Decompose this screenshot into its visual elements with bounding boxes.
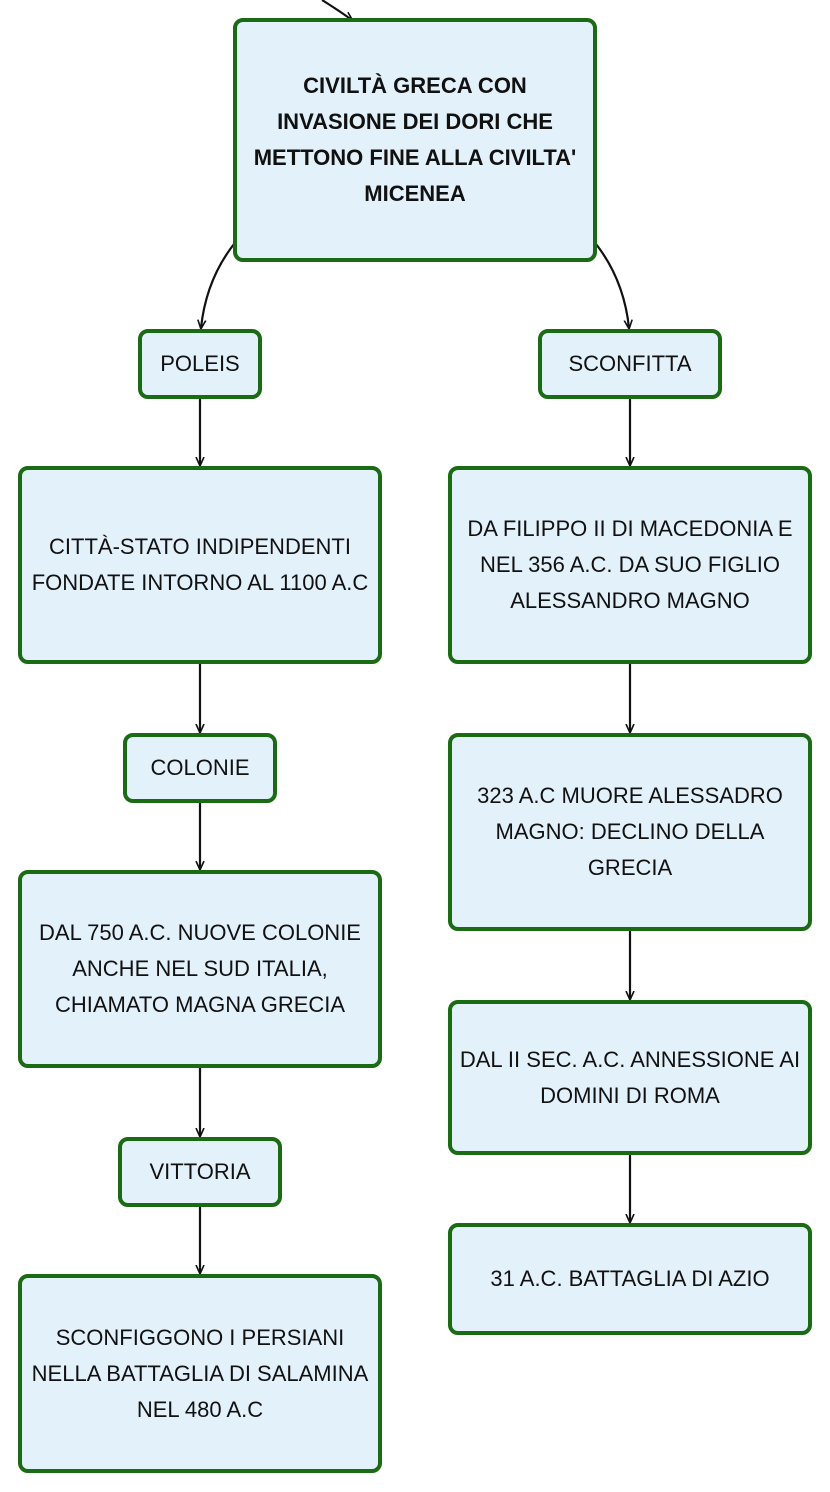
colonie-text-node[interactable]: DAL 750 A.C. NUOVE COLONIE ANCHE NEL SUD…: [18, 870, 382, 1068]
poleis-node[interactable]: POLEIS: [138, 329, 262, 399]
incoming-connector: [321, 0, 352, 20]
root-node[interactable]: CIVILTÀ GRECA CON INVASIONE DEI DORI CHE…: [233, 18, 597, 262]
colonie-label: COLONIE: [150, 755, 250, 780]
poleis-label: POLEIS: [160, 351, 240, 376]
sconfitta-label: SCONFITTA: [568, 351, 692, 376]
roma-node[interactable]: DAL II SEC. A.C. ANNESSIONE AI DOMINI DI…: [448, 1000, 812, 1155]
azio-label: 31 A.C. BATTAGLIA DI AZIO: [490, 1266, 770, 1291]
citta-stato-node[interactable]: CITTÀ-STATO INDIPENDENTI FONDATE INTORNO…: [18, 466, 382, 664]
citta-stato-label: CITTÀ-STATO INDIPENDENTI FONDATE INTORNO…: [31, 534, 369, 595]
roma-label: DAL II SEC. A.C. ANNESSIONE AI DOMINI DI…: [459, 1046, 801, 1108]
vittoria-label: VITTORIA: [149, 1159, 251, 1184]
filippo-node[interactable]: DA FILIPPO II DI MACEDONIA E NEL 356 A.C…: [448, 466, 812, 664]
azio-node[interactable]: 31 A.C. BATTAGLIA DI AZIO: [448, 1223, 812, 1335]
root-label: CIVILTÀ GRECA CON INVASIONE DEI DORI CHE…: [253, 73, 577, 206]
connector-root-sconfitta: [595, 243, 629, 328]
colonie-node[interactable]: COLONIE: [123, 733, 277, 803]
filippo-label: DA FILIPPO II DI MACEDONIA E NEL 356 A.C…: [467, 516, 793, 613]
declino-node[interactable]: 323 A.C MUORE ALESSADRO MAGNO: DECLINO D…: [448, 733, 812, 931]
declino-label: 323 A.C MUORE ALESSADRO MAGNO: DECLINO D…: [477, 783, 783, 880]
colonie-text-label: DAL 750 A.C. NUOVE COLONIE ANCHE NEL SUD…: [39, 920, 361, 1017]
sconfitta-node[interactable]: SCONFITTA: [538, 329, 722, 399]
vittoria-text-node[interactable]: SCONFIGGONO I PERSIANI NELLA BATTAGLIA D…: [18, 1274, 382, 1473]
vittoria-node[interactable]: VITTORIA: [118, 1137, 282, 1207]
vittoria-text-label: SCONFIGGONO I PERSIANI NELLA BATTAGLIA D…: [31, 1324, 369, 1422]
connector-root-poleis: [201, 243, 235, 328]
